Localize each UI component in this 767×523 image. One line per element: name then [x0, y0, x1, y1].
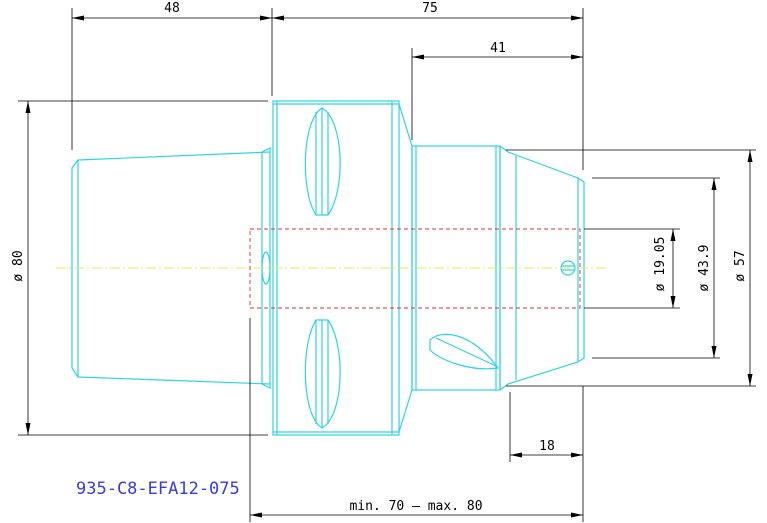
- dim-diameter-19-05: ø 19.05: [653, 237, 668, 292]
- hidden-bore: [249, 228, 581, 309]
- dim-diameter-43-9: ø 43.9: [697, 245, 712, 292]
- dim-diameter-57: ø 57: [733, 250, 748, 281]
- part-number: 935-C8-EFA12-075: [76, 479, 240, 499]
- part-outline: [71, 100, 585, 436]
- dim-41: 41: [490, 41, 506, 56]
- dimension-lines: [18, 8, 756, 522]
- dim-18: 18: [539, 439, 555, 454]
- dim-clamp-range: min. 70 – max. 80: [349, 499, 482, 514]
- dim-diameter-80: ø 80: [11, 250, 26, 281]
- dim-48: 48: [164, 1, 180, 16]
- dimension-arrows: [25, 15, 753, 518]
- dim-75: 75: [422, 1, 438, 16]
